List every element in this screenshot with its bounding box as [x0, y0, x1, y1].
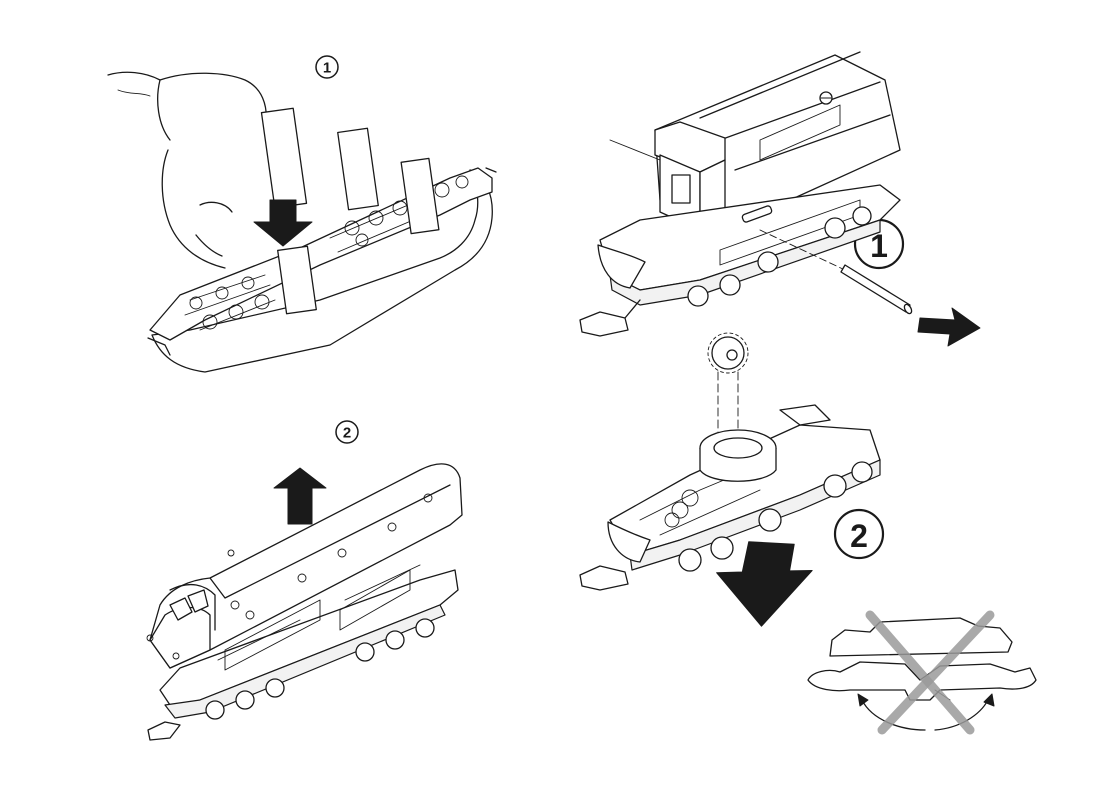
step-badge-a2: 2: [336, 421, 358, 443]
step-number-a2: 2: [343, 425, 351, 442]
step-badge-b2: 2: [835, 510, 883, 558]
panel-remove-pin: 1: [580, 52, 980, 346]
step-number-a1: 1: [323, 60, 331, 77]
arrow-right-icon: [918, 308, 980, 346]
panel-insert-contacts: 1: [108, 56, 496, 372]
panel-remove-bogie: 2: [580, 333, 1036, 730]
hand-icon: [108, 72, 266, 268]
gear-icon: [708, 333, 748, 440]
step-badge-a1: 1: [316, 56, 338, 78]
contact-plate-1: [261, 108, 306, 208]
arrow-up-icon: [274, 468, 326, 524]
panel-lift-body: 2: [147, 421, 462, 740]
step-number-b2: 2: [850, 518, 868, 554]
bogie-frame: [580, 405, 880, 590]
chassis-top-right: [580, 185, 900, 336]
prohibited-twist: [808, 615, 1036, 730]
arrow-down-icon: [254, 200, 312, 246]
contact-plate-2: [338, 128, 379, 209]
